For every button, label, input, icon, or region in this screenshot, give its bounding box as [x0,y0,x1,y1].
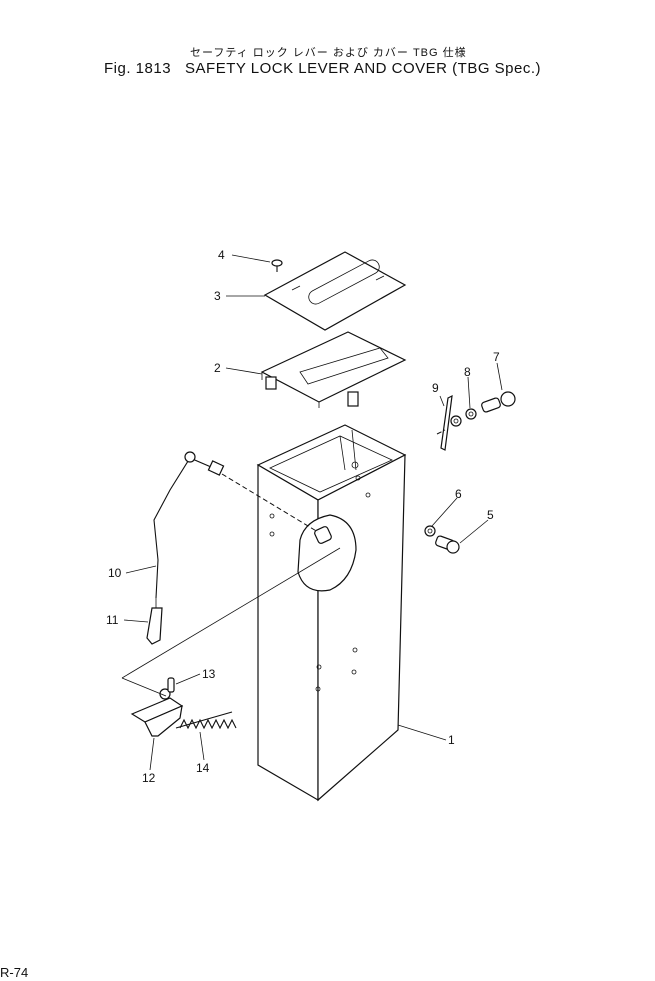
callout-5: 5 [487,508,494,522]
callout-10: 10 [108,566,122,580]
figure-caption: SAFETY LOCK LEVER AND COVER (TBG Spec.) [185,60,542,77]
callout-8: 8 [464,365,471,379]
callout-12: 12 [142,771,156,785]
screw [271,259,283,272]
lever-knob [146,598,163,645]
washer-6 [424,525,436,537]
spring [175,711,237,730]
plate [260,331,407,408]
callout-11: 11 [106,613,119,627]
callout-9: 9 [432,381,439,395]
bolt-5 [435,535,460,554]
callout-2: 2 [214,361,221,375]
callout-13: 13 [202,667,216,681]
spring-washer-8 [465,408,477,420]
top-plate [263,251,407,331]
figure-title: Fig. 1813 SAFETY LOCK LEVER AND COVER (TB… [104,60,541,77]
page-number: R-74 [0,965,29,980]
cover-box [256,424,407,802]
washer-plate-9 [440,394,462,451]
callout-3: 3 [214,289,221,303]
leader-lines [123,254,503,771]
callout-4: 4 [218,248,225,262]
callout-1: 1 [448,733,455,747]
lock-bracket [130,688,184,737]
callout-7: 7 [493,350,500,364]
lever-rod [153,451,225,599]
bolt-7 [481,391,516,413]
callout-14: 14 [196,761,210,775]
subtitle-japanese: セーフティ ロック レバー および カバー TBG 仕様 [190,47,467,59]
callout-6: 6 [455,487,462,501]
pin [167,677,175,693]
figure-number: Fig. 1813 [104,60,172,77]
